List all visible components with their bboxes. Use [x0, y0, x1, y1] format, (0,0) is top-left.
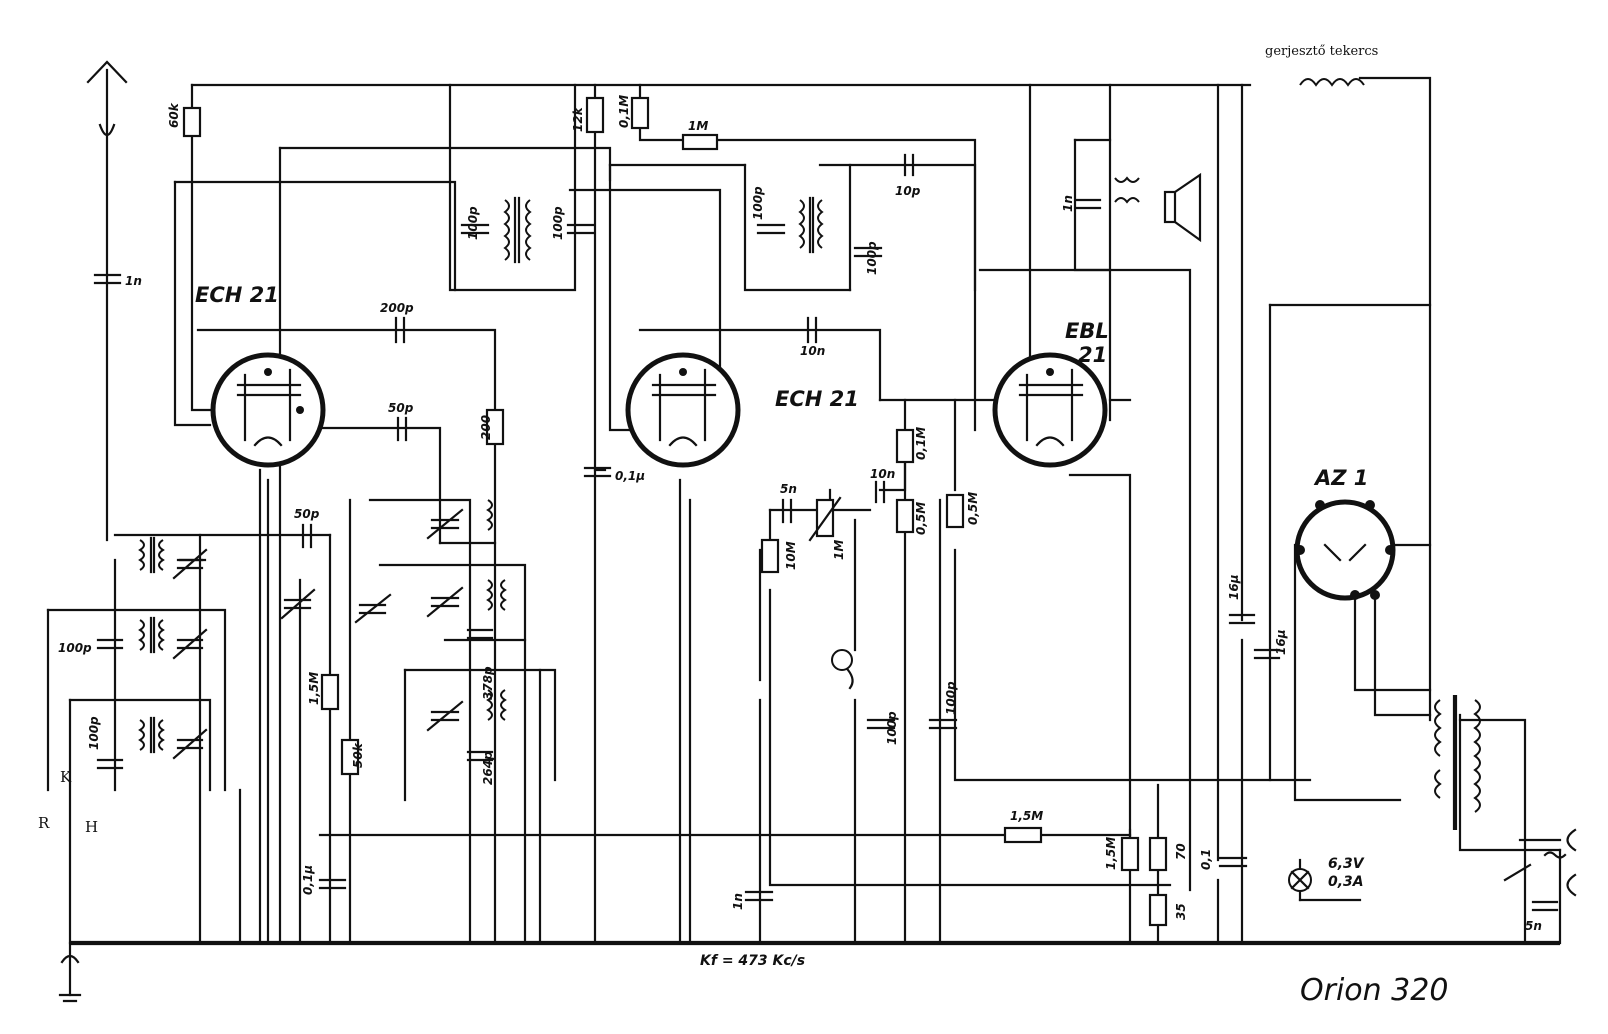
- label-c200p: 200p: [380, 301, 414, 315]
- transformers: [138, 78, 1481, 830]
- label-c100p-e: 100p: [885, 711, 899, 745]
- labels: gerjesztő tekercs ECH 21 ECH 21 EBL 21 A…: [38, 44, 1542, 1008]
- terminal-r: R: [38, 814, 50, 832]
- label-r15m-c: 1,5M: [1104, 837, 1118, 870]
- label-c100p-f: 100p: [944, 681, 958, 715]
- if-frequency: Kf = 473 Kc/s: [700, 953, 805, 969]
- label-c1n-spk: 1n: [1061, 195, 1075, 212]
- label-r15m-a: 1,5M: [307, 672, 321, 705]
- note-exciter-coil: gerjesztő tekercs: [1265, 44, 1378, 59]
- tube-label-ech21-1: ECH 21: [195, 283, 279, 307]
- label-c5n-b: 5n: [1525, 919, 1542, 933]
- label-c50p-a: 50p: [388, 401, 414, 415]
- tube-ech21-1: [210, 352, 326, 468]
- label-r15m-b: 1,5M: [1010, 809, 1043, 823]
- label-c100p-in1: 100p: [58, 641, 92, 655]
- label-r05m-b: 0,5M: [966, 492, 980, 525]
- tube-ebl21: [992, 352, 1108, 468]
- tube-ech21-2: [625, 352, 741, 468]
- schematic-title: Orion 320: [1300, 973, 1448, 1008]
- label-c100p-c: 100p: [751, 186, 765, 220]
- label-r12k: 12k: [571, 106, 585, 132]
- label-c01u-b: 0,1μ: [301, 865, 315, 895]
- label-r60k: 60k: [167, 102, 181, 128]
- label-c50p-b: 50p: [294, 507, 320, 521]
- label-c16u-a: 16μ: [1227, 574, 1241, 600]
- label-c100p-a: 100p: [466, 206, 480, 240]
- headphone-jack: [831, 649, 854, 690]
- label-c01: 0,1: [1199, 849, 1213, 870]
- label-c10p: 10p: [895, 184, 921, 198]
- label-c100p-d: 100p: [865, 241, 879, 275]
- wiring: [46, 60, 1562, 1003]
- label-r200: 200: [479, 415, 493, 440]
- label-c1n-b: 1n: [731, 893, 745, 910]
- label-c10n-b: 10n: [870, 467, 895, 481]
- tube-label-ebl: EBL: [1065, 319, 1109, 343]
- label-r10m: 10M: [784, 541, 798, 570]
- label-r01m-a: 0,1M: [617, 95, 631, 128]
- lamp-current: 0,3A: [1328, 874, 1364, 890]
- label-c5n: 5n: [780, 482, 797, 496]
- label-r05m-a: 0,5M: [914, 502, 928, 535]
- terminal-h: H: [85, 818, 98, 836]
- resistors: [182, 96, 1168, 927]
- label-r01m-b: 0,1M: [914, 427, 928, 460]
- label-pot1m: 1M: [832, 540, 846, 560]
- label-c01u-a: 0,1μ: [615, 469, 645, 483]
- label-r1m-top: 1M: [688, 119, 708, 133]
- label-r70: 70: [1174, 843, 1188, 860]
- tube-az1: [1294, 499, 1396, 601]
- capacitors: [93, 153, 1559, 912]
- tube-label-ebl-21: 21: [1078, 343, 1107, 367]
- label-c264p: 264p: [481, 751, 495, 785]
- label-c100p-in2: 100p: [87, 716, 101, 750]
- label-c16u-b: 16μ: [1274, 629, 1288, 655]
- tube-label-ech21-2: ECH 21: [775, 387, 859, 411]
- label-r50k: 50k: [351, 742, 365, 768]
- label-r35: 35: [1174, 903, 1188, 920]
- label-c1n-ant: 1n: [125, 274, 142, 288]
- label-c10n-a: 10n: [800, 344, 825, 358]
- lamp-voltage: 6,3V: [1328, 856, 1365, 872]
- terminal-k: K: [60, 768, 72, 786]
- label-c378p: 378p: [481, 666, 495, 700]
- mains-socket: [1503, 828, 1577, 897]
- pilot-lamp: [1288, 868, 1312, 892]
- loudspeaker: [1163, 172, 1202, 243]
- label-c100p-b: 100p: [551, 206, 565, 240]
- tube-label-az1: AZ 1: [1313, 466, 1368, 490]
